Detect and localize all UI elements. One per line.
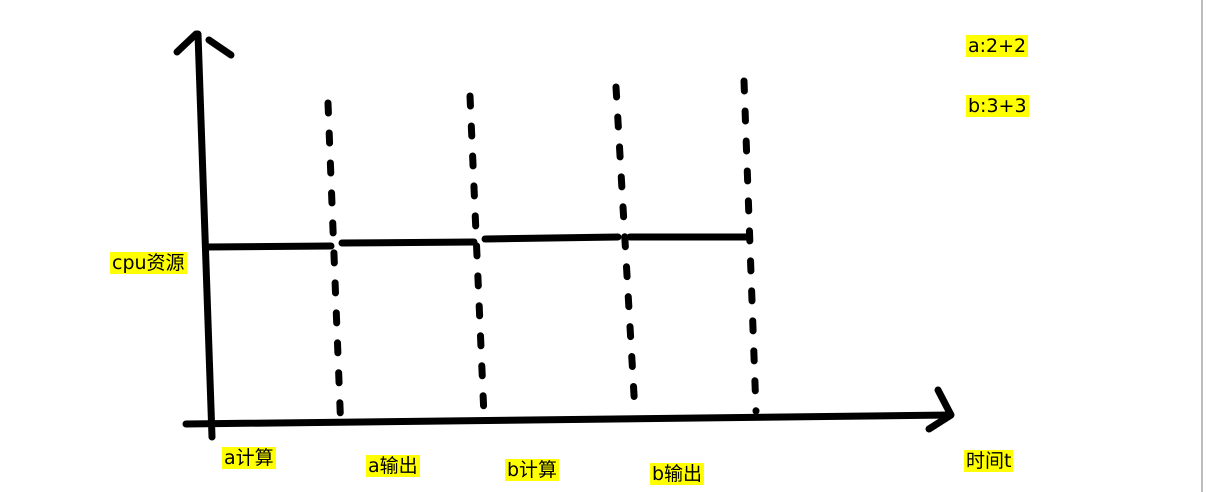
note-a: a:2+2 [966, 35, 1029, 57]
phase-label-a-output: a输出 [366, 455, 420, 477]
phase-divider-1 [324, 99, 345, 436]
y-axis [194, 30, 216, 441]
y-axis-arrow-icon [173, 30, 235, 59]
phase-divider-3 [612, 83, 639, 416]
cpu-usage-segment-2 [338, 238, 478, 247]
phase-divider-2 [466, 92, 488, 420]
phase-label-b-output: b输出 [650, 463, 705, 485]
x-axis-label: 时间t [964, 450, 1014, 472]
x-axis [182, 411, 954, 428]
note-b: b:3+3 [966, 95, 1029, 117]
x-axis-arrow-icon [925, 386, 955, 433]
cpu-usage-segment-1 [203, 242, 335, 251]
y-axis-label: cpu资源 [110, 252, 187, 274]
phase-divider-4 [740, 77, 760, 415]
cpu-usage-segment-3 [481, 233, 622, 243]
phase-label-a-compute: a计算 [222, 447, 276, 469]
page-right-border [1201, 0, 1203, 492]
phase-label-b-compute: b计算 [505, 459, 560, 481]
